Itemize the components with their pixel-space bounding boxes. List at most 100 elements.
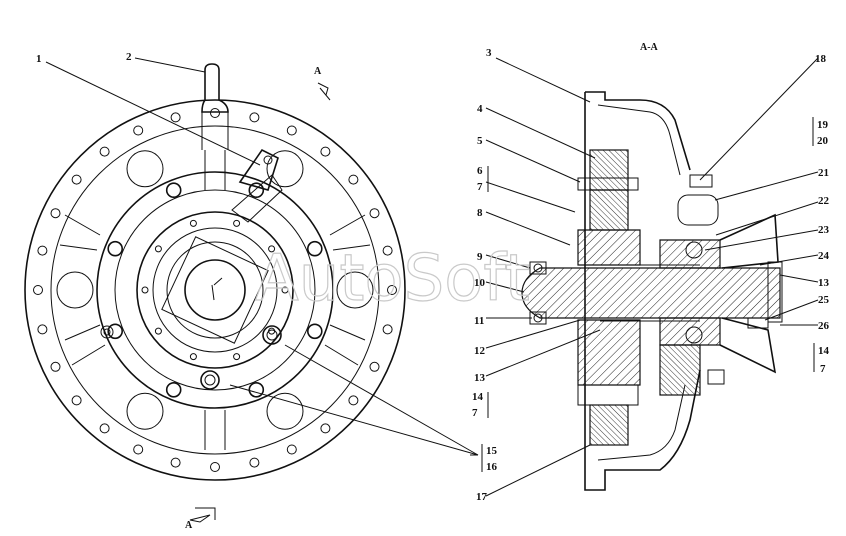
inner-disc bbox=[96, 171, 334, 409]
disc-bolt bbox=[306, 323, 323, 340]
label-6: 6 bbox=[477, 165, 483, 177]
outer-flange bbox=[24, 99, 406, 481]
label-24: 24 bbox=[818, 250, 830, 262]
flange-bolt-hole bbox=[348, 174, 359, 185]
small-stud-core bbox=[103, 328, 111, 336]
label-12: 12 bbox=[474, 345, 486, 357]
flange-bolt-hole bbox=[50, 208, 61, 219]
label-4: 4 bbox=[477, 103, 483, 115]
flange-bolt-hole bbox=[320, 146, 331, 157]
hub-ring bbox=[152, 227, 278, 353]
hub-bolt bbox=[233, 353, 241, 361]
section-line-bottom bbox=[195, 507, 216, 520]
label-11: 11 bbox=[474, 315, 484, 327]
label-8: 8 bbox=[477, 207, 483, 219]
label-9: 9 bbox=[477, 251, 483, 263]
flange-bolt-hole bbox=[133, 125, 144, 136]
bearing-lower bbox=[685, 326, 703, 344]
plug-lower bbox=[707, 369, 725, 385]
lightening-window bbox=[126, 150, 164, 188]
label-13b: 13 bbox=[818, 277, 830, 289]
lightening-window bbox=[266, 150, 304, 188]
section-arrowhead-top bbox=[317, 82, 329, 96]
label-25: 25 bbox=[818, 294, 830, 306]
label-7a: 7 bbox=[477, 181, 483, 193]
elastic-element-bottom bbox=[589, 404, 629, 446]
hub-bolts bbox=[141, 219, 289, 361]
label-16: 16 bbox=[486, 461, 498, 473]
flange-bolt-hole bbox=[170, 457, 181, 468]
hub-flange-upper bbox=[577, 229, 641, 266]
plate-5 bbox=[577, 177, 639, 191]
top-lug bbox=[201, 63, 229, 113]
watermark: AutoSoft bbox=[255, 242, 530, 316]
flange-bolt-hole bbox=[249, 457, 260, 468]
hub-bolt bbox=[154, 245, 162, 253]
bolt-16 bbox=[200, 370, 220, 390]
flange-bolt-hole bbox=[286, 125, 297, 136]
section-mark-bottom: А bbox=[185, 520, 193, 531]
coupling-cone-lower bbox=[719, 317, 777, 374]
flange-bolt-hole bbox=[320, 423, 331, 434]
leader-lines bbox=[45, 57, 819, 497]
hub-bolt bbox=[268, 245, 276, 253]
bolt-15-core bbox=[266, 329, 278, 341]
lightening-window bbox=[266, 392, 304, 430]
flange-bolt-hole bbox=[71, 395, 82, 406]
flange-bolt-hole bbox=[348, 395, 359, 406]
small-stud bbox=[100, 325, 114, 339]
section-mark-top: А bbox=[314, 66, 322, 77]
label-15: 15 bbox=[486, 445, 498, 457]
clamp-arm bbox=[231, 174, 283, 223]
clamp bbox=[238, 148, 279, 191]
housing-inner-bottom bbox=[597, 384, 686, 461]
lightening-windows bbox=[56, 150, 374, 430]
hub-bolt bbox=[154, 327, 162, 335]
elastic-element-upper bbox=[589, 149, 629, 191]
label-7c: 7 bbox=[820, 363, 826, 375]
label-26: 26 bbox=[818, 320, 830, 332]
label-19: 19 bbox=[817, 119, 829, 131]
disc-bolt bbox=[107, 323, 123, 340]
flange-bolt-hole bbox=[99, 146, 110, 157]
label-10: 10 bbox=[474, 277, 486, 289]
section-arrow-top bbox=[319, 87, 331, 101]
main-shaft bbox=[521, 267, 781, 319]
hub-bolt bbox=[189, 353, 197, 361]
flange-bolt-hole bbox=[210, 462, 220, 472]
plate-lower bbox=[577, 384, 639, 406]
label-23: 23 bbox=[818, 224, 830, 236]
flange-bolt-hole bbox=[170, 112, 181, 123]
section-view bbox=[521, 91, 783, 491]
label-14b: 14 bbox=[818, 345, 830, 357]
hub-bolt bbox=[233, 219, 241, 227]
label-20: 20 bbox=[817, 135, 829, 147]
bolt-25 bbox=[747, 317, 769, 329]
flange-bolt-hole bbox=[99, 423, 110, 434]
spokes bbox=[59, 150, 371, 450]
lightening-window bbox=[126, 392, 164, 430]
housing-bottom bbox=[584, 92, 701, 491]
spline-square bbox=[161, 236, 269, 344]
label-13a: 13 bbox=[474, 372, 486, 384]
label-1: 1 bbox=[36, 53, 42, 65]
flange-bolt-hole bbox=[71, 174, 82, 185]
hub-flange-lower bbox=[577, 319, 641, 386]
disc-bolt bbox=[248, 182, 265, 198]
gear-lower bbox=[659, 344, 701, 396]
disc-bolt bbox=[248, 381, 265, 398]
hub-inner-ring bbox=[166, 241, 264, 339]
coupling-cone-upper bbox=[719, 213, 779, 269]
flange-bolt-hole bbox=[382, 324, 393, 335]
flange-bolt-hole bbox=[369, 208, 380, 219]
disc-bolt bbox=[107, 240, 123, 257]
disc-bolt bbox=[306, 240, 323, 257]
bearing-23 bbox=[685, 241, 703, 259]
flange-bolt-hole bbox=[249, 112, 260, 123]
front-view bbox=[24, 63, 406, 523]
flange-bolt-hole bbox=[286, 444, 297, 455]
flange-bolt-hole bbox=[37, 324, 48, 335]
flange-bolt-hole bbox=[387, 285, 397, 295]
housing-top bbox=[585, 91, 691, 171]
